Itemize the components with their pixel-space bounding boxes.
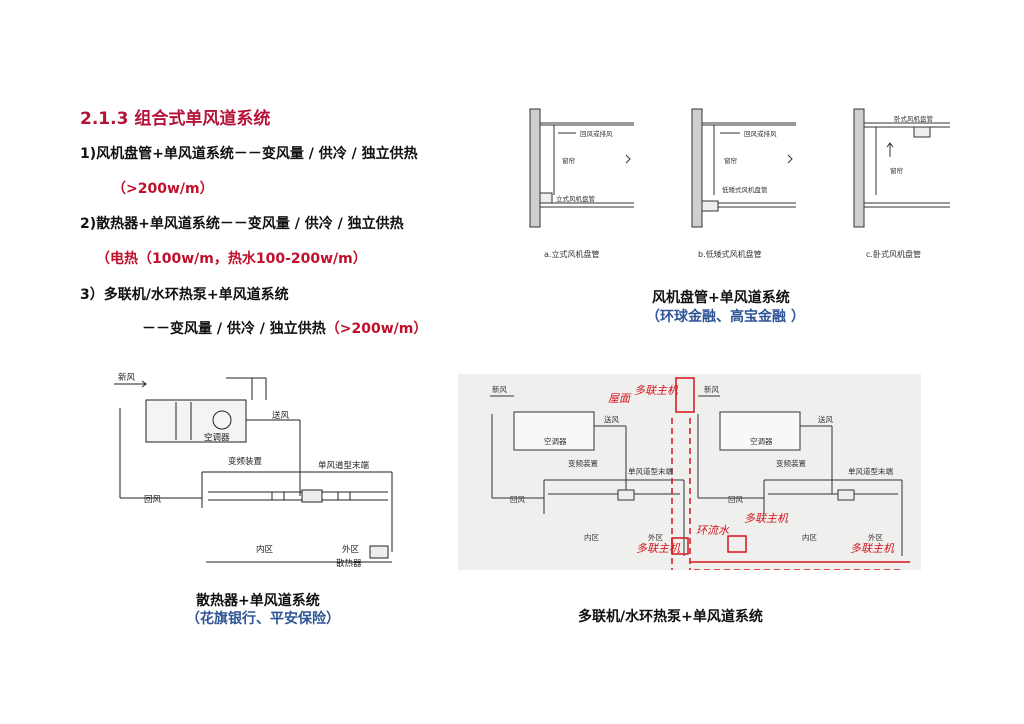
radiator-label-ahu: 空调器: [204, 432, 230, 443]
vrf-label-ahu-2: 空调器: [750, 436, 773, 446]
vrf-hw-roof: 屋面: [608, 392, 632, 405]
fancoil-subtitle: （环球金融、高宝金融 ）: [646, 309, 805, 325]
fancoil-title: 风机盘管+单风道系统: [652, 290, 790, 306]
radiator-label-fresh-air: 新风: [118, 372, 136, 383]
radiator-diagram: 新风 送风 空调器 变频装置 单风道型末端 回风 内区 外区 散热器: [114, 372, 393, 569]
vrf-label-ahu-1: 空调器: [544, 436, 567, 446]
radiator-figure: 新风 送风 空调器 变频装置 单风道型末端 回风 内区 外区 散热器: [96, 362, 410, 578]
vrf-label-fresh-air-1: 新风: [492, 384, 507, 394]
vrf-label-return-2: 回风: [728, 495, 743, 504]
item-3-line2: －－变风量 / 供冷 / 独立供热（>200w/m）: [142, 318, 427, 338]
radiator-label-radiator: 散热器: [336, 558, 362, 569]
vrf-label-vfd-1: 变频装置: [568, 458, 598, 468]
radiator-label-return-air: 回风: [144, 495, 162, 505]
vrf-label-outer-2: 外区: [868, 532, 883, 542]
fancoil-label-unit-a: 立式风机盘管: [556, 194, 596, 203]
vrf-label-terminal-2: 单风道型末端: [848, 466, 893, 476]
vrf-label-supply-2: 送风: [818, 414, 833, 424]
fancoil-label-window-b: 窗帘: [724, 156, 738, 165]
item-1-line2: （>200w/m）: [112, 181, 214, 197]
vrf-label-terminal-1: 单风道型末端: [628, 466, 673, 476]
fancoil-figure: 回风或排风 窗帘 立式风机盘管 回风或排风 窗帘 低矮式风机盘管 卧式风机盘管 …: [526, 103, 958, 263]
vrf-label-supply-1: 送风: [604, 414, 619, 424]
fancoil-label-window-c: 窗帘: [890, 166, 904, 175]
vrf-label-inner-1: 内区: [584, 532, 599, 542]
fancoil-diagram: 回风或排风 窗帘 立式风机盘管 回风或排风 窗帘 低矮式风机盘管 卧式风机盘管 …: [529, 108, 958, 259]
item-1-line1: 1)风机盘管+单风道系统－－变风量 / 供冷 / 独立供热: [80, 146, 418, 162]
section-title: 2.1.3 组合式单风道系统: [80, 109, 271, 129]
vrf-photo: 新风 新风 送风 送风 空调器 空调器 变频装置 变频装置 单风道型末端 单风道…: [458, 374, 921, 570]
radiator-subtitle: （花旗银行、平安保险）: [186, 611, 340, 627]
radiator-label-vfd: 变频装置: [228, 456, 263, 467]
vrf-hw-multi-3: 多联主机: [744, 512, 789, 525]
radiator-label-terminal: 单风道型末端: [318, 460, 370, 471]
item-2-line2: （电热（100w/m，热水100-200w/m）: [96, 251, 367, 267]
fancoil-caption-b: b.低矮式风机盘管: [698, 249, 762, 259]
vrf-diagram: 新风 新风 送风 送风 空调器 空调器 变频装置 变频装置 单风道型末端 单风道…: [490, 377, 910, 570]
vrf-label-vfd-2: 变频装置: [776, 458, 806, 468]
item-3-line1: 3）多联机/水环热泵+单风道系统: [80, 287, 289, 303]
vrf-title: 多联机/水环热泵+单风道系统: [578, 609, 763, 625]
fancoil-label-return-a: 回风或排风: [580, 129, 613, 138]
radiator-label-inner-zone: 内区: [256, 544, 274, 555]
vrf-hw-multi-4: 多联主机: [850, 542, 895, 555]
fancoil-caption-a: a.立式风机盘管: [544, 249, 599, 259]
vrf-hw-watering: 环流水: [696, 524, 730, 537]
fancoil-label-unit-b: 低矮式风机盘管: [722, 185, 768, 194]
radiator-label-supply-air: 送风: [272, 410, 290, 421]
item-2-line1: 2)散热器+单风道系统－－变风量 / 供冷 / 独立供热: [80, 216, 404, 232]
radiator-title: 散热器+单风道系统: [196, 593, 320, 609]
fancoil-caption-c: c.卧式风机盘管: [866, 249, 921, 259]
vrf-hw-multi-2: 多联主机: [636, 542, 681, 555]
fancoil-label-unit-c: 卧式风机盘管: [894, 114, 934, 123]
item-3-line2-suffix: （>200w/m）: [325, 321, 428, 337]
fancoil-label-return-b: 回风或排风: [744, 129, 777, 138]
vrf-label-fresh-air-2: 新风: [704, 384, 719, 394]
vrf-label-outer-1: 外区: [648, 532, 663, 542]
vrf-hw-multi-1: 多联主机: [634, 384, 679, 397]
fancoil-label-window-a: 窗帘: [562, 156, 576, 165]
radiator-label-outer-zone: 外区: [342, 544, 360, 555]
item-3-line2-prefix: －－变风量 / 供冷 / 独立供热: [142, 321, 326, 337]
vrf-label-return-1: 回风: [510, 495, 525, 504]
vrf-label-inner-2: 内区: [802, 532, 817, 542]
